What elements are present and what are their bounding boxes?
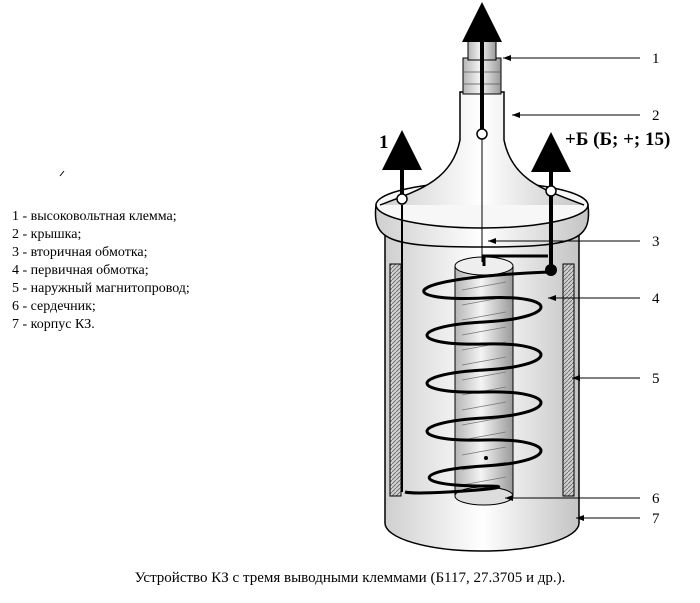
legend-item: 2 - крышка; [12,227,82,242]
terminal-right-label: +Б (Б; +; 15) [565,129,670,150]
legend-item: 6 - сердечник; [12,299,96,314]
legend-item: 3 - вторичная обмотка; [12,245,148,260]
internal-wires [396,128,557,492]
primary-winding [404,270,550,495]
legend: 1 - высоковольтная клемма; 2 - крышка; 3… [12,208,190,334]
label-6: 6 [652,491,660,507]
label-3: 3 [652,234,660,250]
legend-item: 4 - первичная обмотка; [12,263,149,278]
terminal-arrows [382,2,571,270]
label-7: 7 [652,511,660,527]
iron-core [454,256,514,506]
figure-caption: Устройство КЗ с тремя выводными клеммами… [134,570,566,586]
label-4: 4 [652,291,660,307]
legend-item: 1 - высоковольтная клемма; [12,209,177,224]
label-5: 5 [652,371,660,387]
legend-item: 7 - корпус КЗ. [12,317,95,332]
terminal-left-label: 1 [379,132,389,153]
label-2: 2 [652,108,660,124]
legend-item: 5 - наружный магнитопровод; [12,281,190,296]
leader-lines [488,57,640,519]
label-1: 1 [652,51,660,67]
stray-mark [59,170,65,177]
